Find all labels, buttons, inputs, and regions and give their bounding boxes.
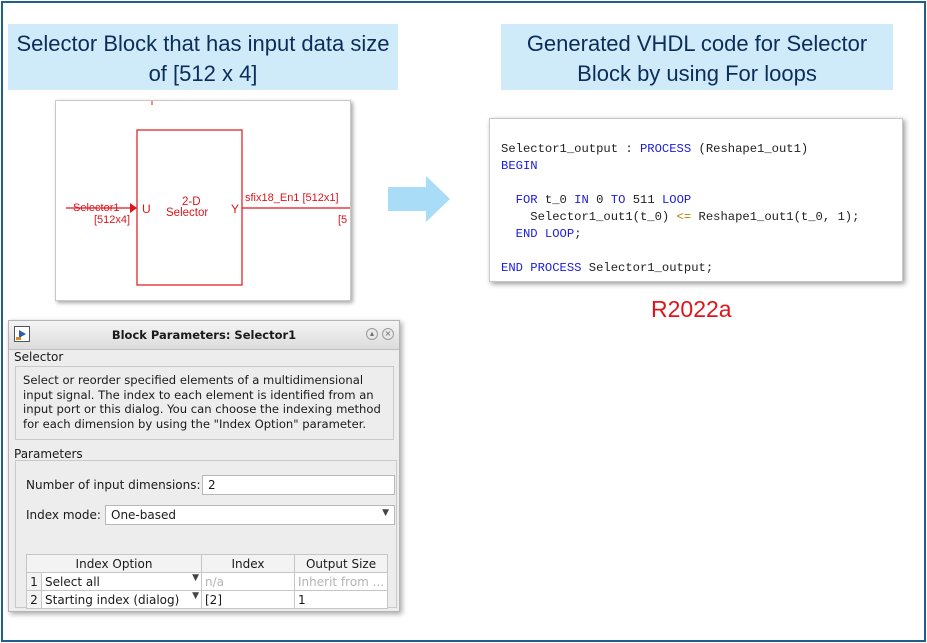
table-row: 2 Starting index (dialog) ▼ [2] 1 [26, 590, 389, 609]
header-index: Index [201, 554, 295, 573]
simulink-diagram: 2-D Selector U Y Selector1 [512x4] sfix1… [55, 100, 351, 301]
chevron-down-icon: ▼ [382, 508, 389, 518]
output-size-cell: Inherit from ... [293, 572, 389, 591]
code-line-6: END PROCESS Selector1_output; [501, 261, 714, 275]
code-line-5: END LOOP; [515, 227, 582, 241]
dialog-title: Block Parameters: Selector1 [111, 328, 297, 342]
index-table: Index Option Index Output Size 1 Select … [26, 554, 389, 609]
header-output-size: Output Size [293, 554, 389, 573]
table-header-row: Index Option Index Output Size [26, 554, 389, 573]
chevron-down-icon: ▼ [192, 573, 199, 584]
port-out-label: Y [231, 202, 240, 216]
caption-right: Generated VHDL code for Selector Block b… [501, 24, 893, 90]
dialog-titlebar[interactable]: Block Parameters: Selector1 ▴ × [9, 321, 399, 350]
collapse-icon[interactable]: ▴ [366, 328, 378, 340]
description-box: Select or reorder specified elements of … [15, 366, 394, 440]
table-row: 1 Select all ▼ n/a Inherit from ... [26, 572, 389, 591]
caption-left: Selector Block that has input data size … [8, 24, 398, 90]
index-mode-value: One-based [111, 508, 176, 522]
block-parameters-dialog: Block Parameters: Selector1 ▴ × Selector… [8, 320, 400, 612]
description-line: Select or reorder specified elements of … [23, 373, 364, 387]
index-option-value: Starting index (dialog) [45, 592, 180, 607]
output-dims: [5 [338, 214, 348, 226]
code-line-3: FOR t_0 IN 0 TO 511 LOOP [515, 193, 692, 207]
index-mode-select[interactable]: One-based ▼ [105, 505, 395, 525]
code-line-2: BEGIN [501, 159, 538, 173]
index-option-value: Select all [45, 574, 100, 589]
index-option-select[interactable]: Select all ▼ [41, 572, 202, 591]
input-arrowhead [130, 203, 137, 213]
diagram-canvas [66, 101, 350, 286]
row-number: 1 [26, 572, 42, 591]
block-label-line1: 2-D [182, 196, 201, 208]
block-label-line2: Selector [166, 207, 209, 219]
vhdl-code-panel: Selector1_output : PROCESS (Reshape1_out… [489, 118, 903, 282]
input-signal-name: Selector1 [73, 202, 120, 214]
port-in-label: U [142, 202, 151, 216]
header-index-option: Index Option [26, 554, 202, 573]
num-dims-label: Number of input dimensions: [26, 478, 201, 492]
index-cell[interactable]: [2] [201, 590, 295, 609]
release-label: R2022a [651, 296, 732, 322]
right-arrow-icon [388, 176, 450, 222]
code-blank-1 [501, 175, 902, 192]
index-cell: n/a [201, 572, 295, 591]
index-option-select[interactable]: Starting index (dialog) ▼ [41, 590, 202, 609]
output-signal-label: sfix18_En1 [512x1] [245, 192, 339, 204]
selector-block[interactable] [136, 129, 243, 286]
simulink-app-icon [14, 326, 30, 342]
code-blank-2 [501, 243, 902, 260]
chevron-down-icon: ▼ [192, 591, 199, 602]
section-selector-label: Selector [14, 350, 64, 364]
parameters-label: Parameters [14, 447, 83, 461]
code-line-4: Selector1_out1(t_0) <= Reshape1_out1(t_0… [530, 210, 860, 224]
close-icon[interactable]: × [382, 328, 394, 340]
output-size-cell[interactable]: 1 [293, 590, 389, 609]
code-line-1: Selector1_output : PROCESS (Reshape1_out… [501, 142, 809, 156]
description-line: for each dimension by using the "Index O… [23, 416, 367, 431]
input-dims: [512x4] [94, 214, 131, 226]
row-number: 2 [26, 590, 42, 609]
description-line: input port or this dialog. You can choos… [23, 402, 381, 416]
index-mode-label: Index mode: [26, 508, 101, 522]
description-line: input signal. The index to each element … [23, 387, 374, 402]
num-dims-input[interactable]: 2 [202, 475, 395, 495]
